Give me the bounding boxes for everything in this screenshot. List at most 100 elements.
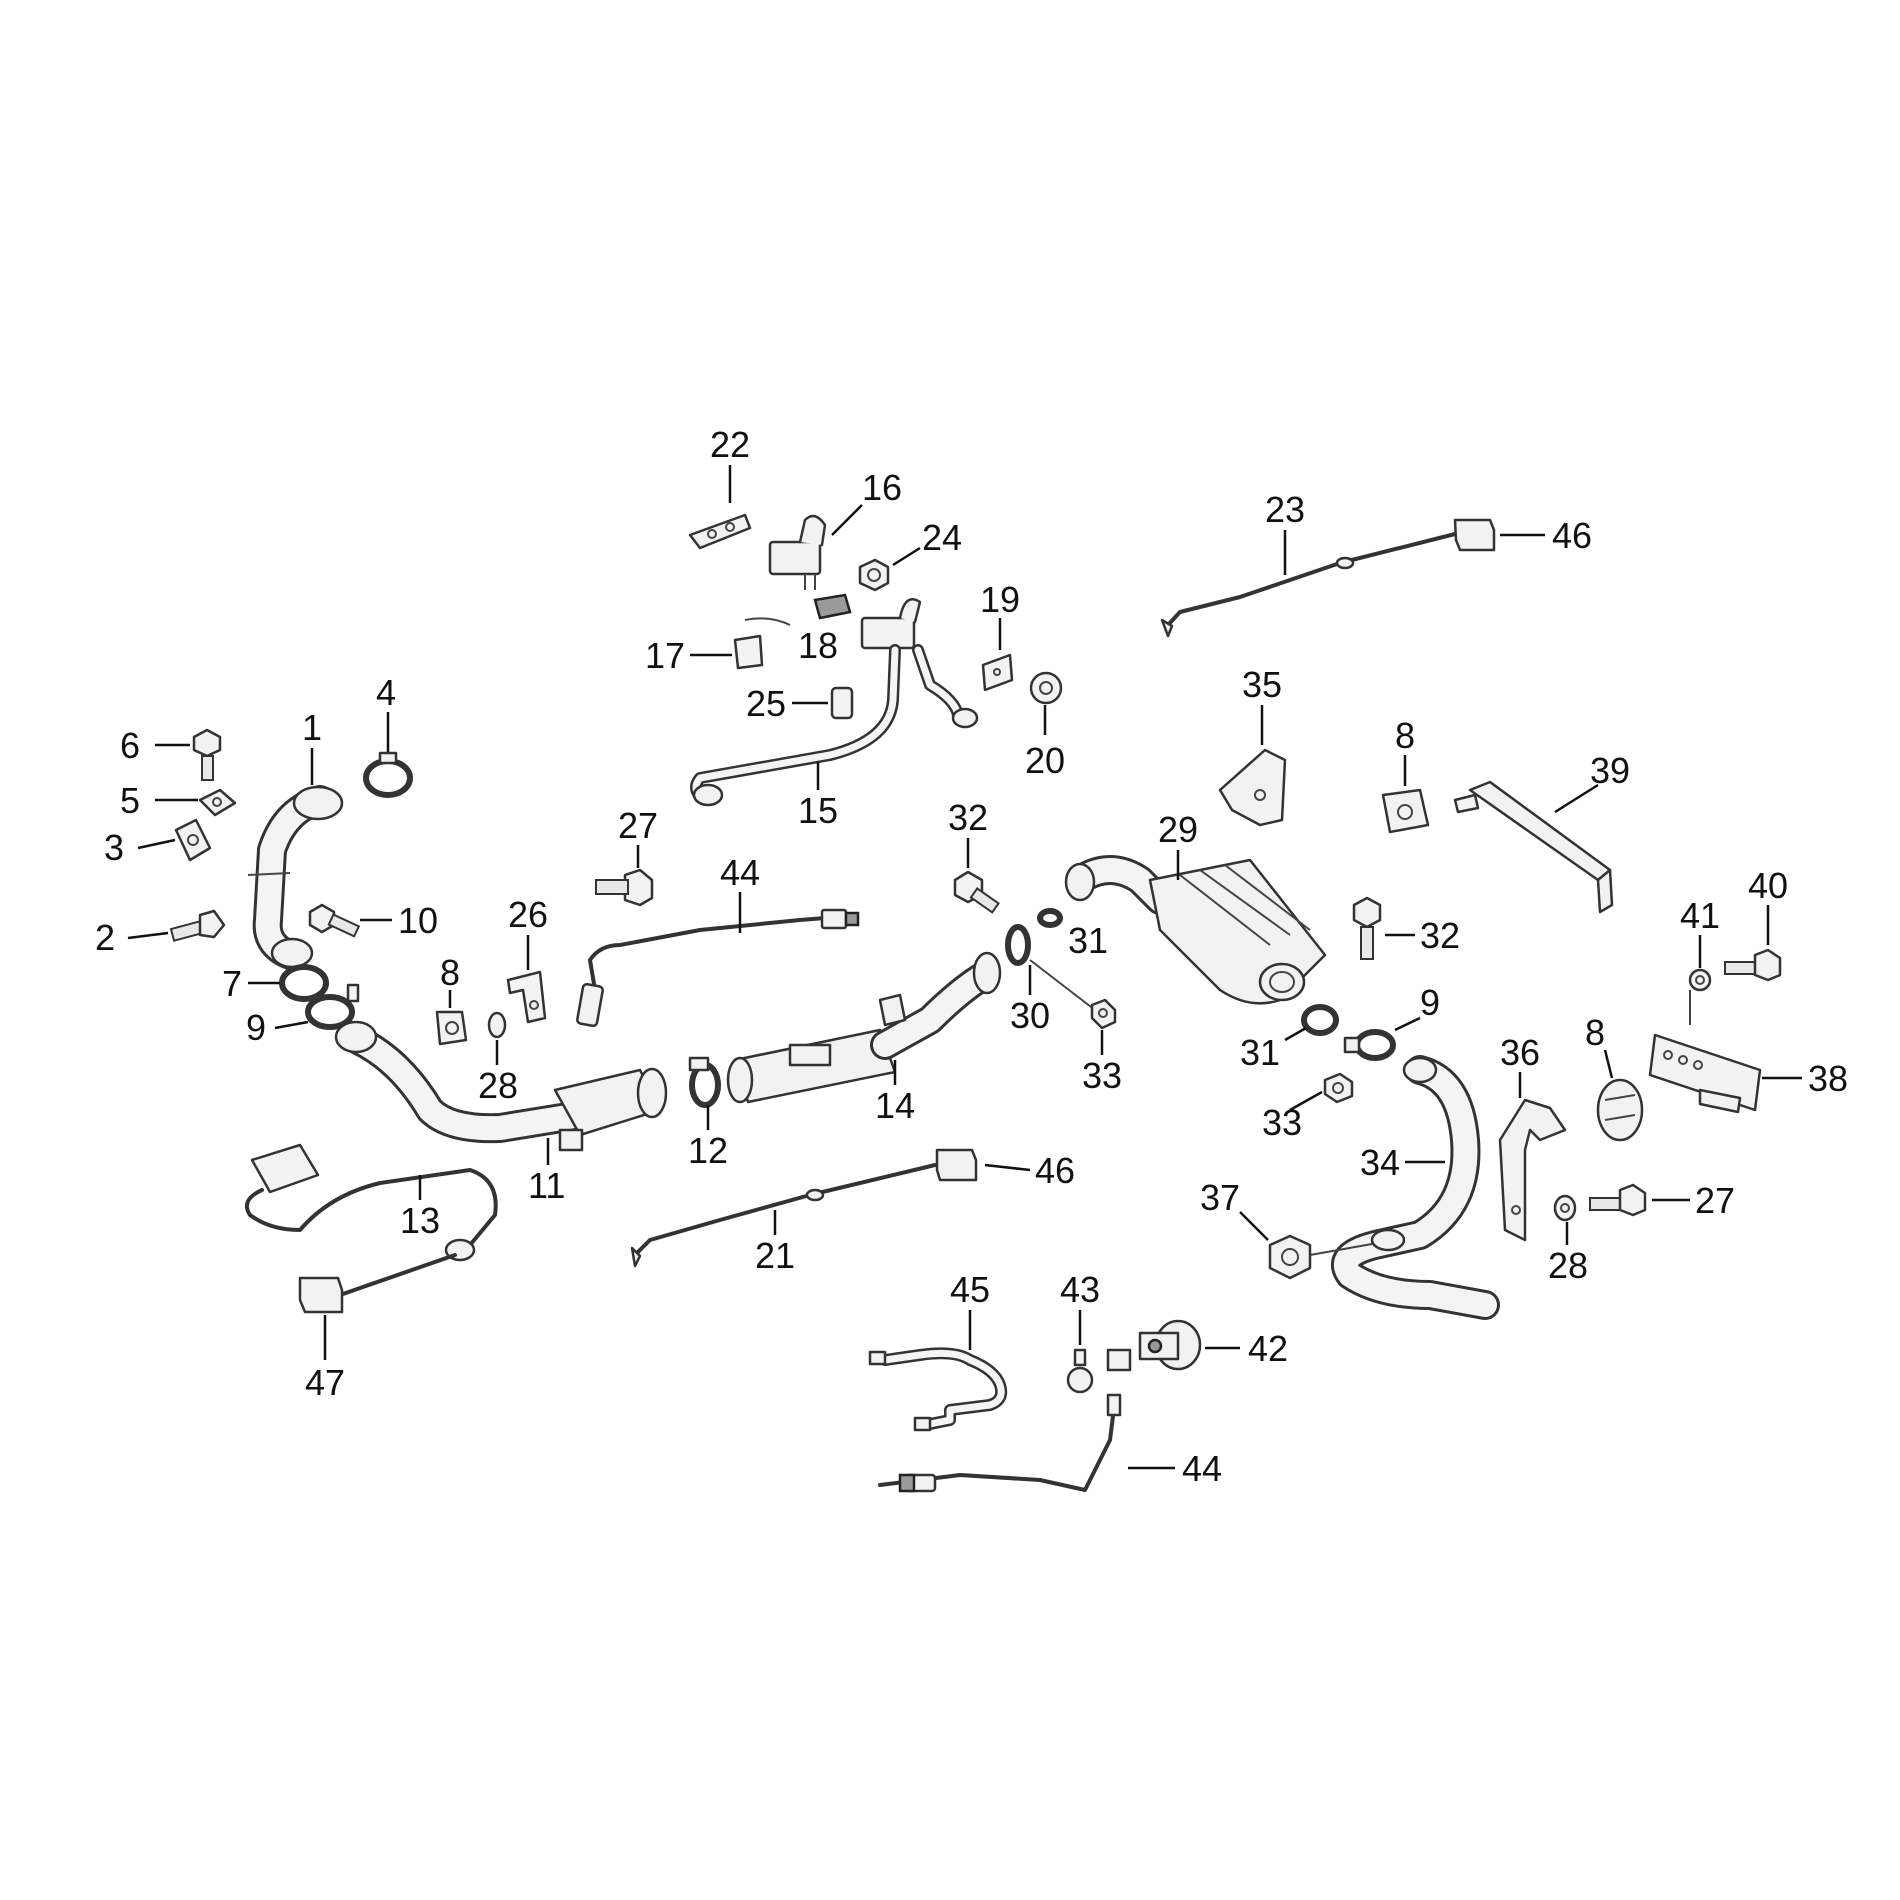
part-valve-42 xyxy=(1106,1319,1202,1372)
part-bracket-38 xyxy=(1648,1033,1762,1114)
callout-25: 25 xyxy=(746,683,786,724)
leader-9-left xyxy=(274,1020,309,1030)
part-bolt-6 xyxy=(192,728,222,781)
part-pressure-sensor-16 xyxy=(768,514,827,590)
part-sleeve-25 xyxy=(830,686,854,720)
part-sensor-13 xyxy=(245,1143,498,1314)
part-bolt-27-lower xyxy=(1589,1183,1647,1217)
callout-23: 23 xyxy=(1265,489,1305,530)
callout-31-upper: 31 xyxy=(1068,920,1108,961)
part-gasket-31-lower xyxy=(1301,1004,1339,1036)
callout-27-upper: 27 xyxy=(618,805,658,846)
callout-37: 37 xyxy=(1200,1177,1240,1218)
part-temperature-sensor-21 xyxy=(630,1148,978,1268)
part-fitting-43 xyxy=(1066,1348,1094,1394)
callout-12: 12 xyxy=(688,1130,728,1171)
part-grommet-20 xyxy=(1029,671,1063,705)
part-downpipe-1 xyxy=(247,785,344,970)
part-clamp-12 xyxy=(688,1056,721,1108)
leader-24 xyxy=(892,546,921,567)
part-bracket-22 xyxy=(688,513,752,550)
callout-22: 22 xyxy=(710,424,750,465)
part-rubber-mount-8-upper xyxy=(1381,788,1430,834)
part-bolt-2 xyxy=(169,909,226,942)
part-gasket-31-upper xyxy=(1037,908,1063,928)
callout-4: 4 xyxy=(376,672,396,713)
callout-18: 18 xyxy=(798,625,838,666)
callout-30: 30 xyxy=(1010,995,1050,1036)
part-clamp-9-right xyxy=(1343,1029,1396,1061)
callout-7: 7 xyxy=(222,963,242,1004)
callout-31-lower: 31 xyxy=(1240,1032,1280,1073)
part-intermediate-pipe-14 xyxy=(726,951,1002,1104)
callout-14: 14 xyxy=(875,1085,915,1126)
callout-40: 40 xyxy=(1748,865,1788,906)
part-nut-33-upper xyxy=(1090,998,1117,1030)
callout-24: 24 xyxy=(922,517,962,558)
callout-41: 41 xyxy=(1680,895,1720,936)
leader-33-lower xyxy=(1289,1090,1323,1112)
callout-16: 16 xyxy=(862,467,902,508)
leader-46-lower xyxy=(984,1163,1031,1172)
callout-5: 5 xyxy=(120,780,140,821)
part-nut-24 xyxy=(858,558,890,592)
callout-43: 43 xyxy=(1060,1269,1100,1310)
callout-29: 29 xyxy=(1158,809,1198,850)
callout-27-lower: 27 xyxy=(1695,1180,1735,1221)
leader-16 xyxy=(831,504,863,536)
part-bracket-19 xyxy=(981,653,1014,692)
callout-6: 6 xyxy=(120,725,140,766)
part-hanger-bar-39 xyxy=(1453,780,1614,914)
callout-8-left: 8 xyxy=(440,952,460,993)
leader-31-lower xyxy=(1284,1026,1307,1042)
callout-42: 42 xyxy=(1248,1328,1288,1369)
callout-38: 38 xyxy=(1808,1058,1848,1099)
leader-3 xyxy=(137,838,176,850)
part-hose-45 xyxy=(868,1347,1008,1432)
part-bolt-32-right xyxy=(1352,896,1382,960)
part-bracket-36 xyxy=(1498,1098,1567,1242)
part-bracket-26 xyxy=(506,970,547,1024)
part-nut-33-lower xyxy=(1323,1072,1354,1104)
part-o2-sensor-44-lower xyxy=(878,1393,1122,1493)
part-rubber-mount-8-left xyxy=(435,1010,468,1046)
part-nut-37 xyxy=(1268,1234,1312,1280)
leader-9-right xyxy=(1394,1016,1421,1032)
callout-26: 26 xyxy=(508,894,548,935)
part-washer-28-right xyxy=(1553,1194,1577,1222)
callout-32-right: 32 xyxy=(1420,915,1460,956)
callout-2: 2 xyxy=(95,917,115,958)
callout-13: 13 xyxy=(400,1200,440,1241)
part-gasket-3 xyxy=(174,818,212,862)
part-bolt-10 xyxy=(308,903,361,938)
callout-32-left: 32 xyxy=(948,797,988,838)
callout-17: 17 xyxy=(645,635,685,676)
callout-46-upper: 46 xyxy=(1552,515,1592,556)
part-gasket-5 xyxy=(198,788,237,817)
part-front-pipe-catalyst-11 xyxy=(334,1020,668,1152)
callout-44-upper: 44 xyxy=(720,852,760,893)
leader-39 xyxy=(1554,783,1599,814)
callout-21: 21 xyxy=(755,1235,795,1276)
part-gasket-ring-7 xyxy=(279,964,329,1002)
callout-33-lower: 33 xyxy=(1262,1102,1302,1143)
part-clip-17 xyxy=(733,617,791,670)
callout-44-lower: 44 xyxy=(1182,1448,1222,1489)
callout-9-right: 9 xyxy=(1420,982,1440,1023)
leader-8-lower xyxy=(1603,1049,1614,1079)
part-washer-41 xyxy=(1688,968,1712,1025)
part-o2-sensor-44-upper xyxy=(576,908,860,1028)
callout-46-lower: 46 xyxy=(1035,1150,1075,1191)
callout-8-upper: 8 xyxy=(1395,715,1415,756)
callout-1: 1 xyxy=(302,707,322,748)
callout-8-lower: 8 xyxy=(1585,1012,1605,1053)
callout-11: 11 xyxy=(528,1165,565,1206)
part-tail-pipe-34 xyxy=(1309,1055,1500,1320)
callout-20: 20 xyxy=(1025,740,1065,781)
callout-47: 47 xyxy=(305,1362,345,1403)
callout-39: 39 xyxy=(1590,750,1630,791)
part-bracket-35 xyxy=(1218,748,1287,827)
part-bolt-40 xyxy=(1724,948,1782,982)
part-muffler-29 xyxy=(1064,855,1327,1005)
callout-34: 34 xyxy=(1360,1142,1400,1183)
